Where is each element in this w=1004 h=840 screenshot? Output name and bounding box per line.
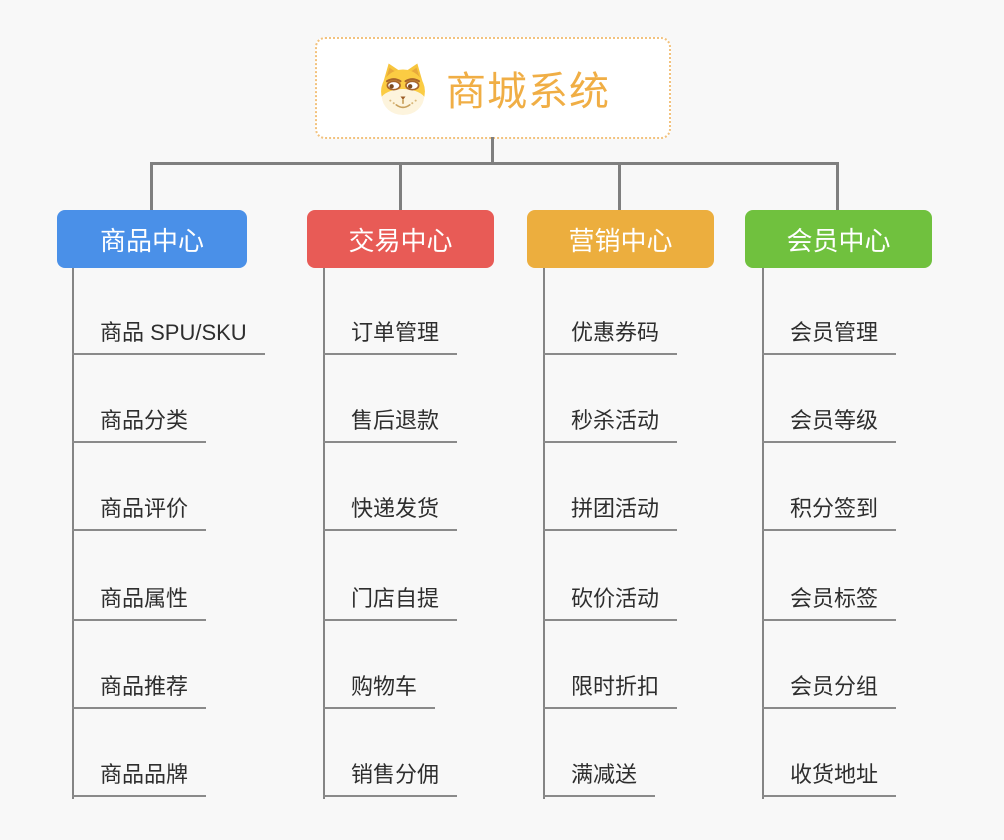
topic-item[interactable]: 拼团活动 [543, 485, 678, 531]
topic-item[interactable]: 优惠券码 [543, 309, 678, 355]
branch-spine-line [762, 268, 764, 799]
topic-item[interactable]: 销售分佣 [323, 751, 458, 797]
topic-item[interactable]: 商品属性 [72, 575, 207, 621]
topic-item[interactable]: 满减送 [543, 751, 656, 797]
branch-spine-line [323, 268, 325, 799]
topic-item[interactable]: 购物车 [323, 663, 436, 709]
connector-horizontal-line [150, 162, 839, 165]
topic-item[interactable]: 积分签到 [762, 485, 897, 531]
topic-item[interactable]: 售后退款 [323, 397, 458, 443]
topic-item[interactable]: 商品品牌 [72, 751, 207, 797]
connector-drop-line [399, 162, 402, 210]
connector-drop-line [618, 162, 621, 210]
branch-topic-member-center[interactable]: 会员中心 [745, 210, 932, 268]
topic-item[interactable]: 会员管理 [762, 309, 897, 355]
connector-root-stub [491, 137, 494, 163]
topic-item[interactable]: 会员标签 [762, 575, 897, 621]
branch-spine-line [543, 268, 545, 799]
root-topic[interactable]: 商城系统 [315, 37, 671, 139]
connector-drop-line [150, 162, 153, 210]
branch-topic-product-center[interactable]: 商品中心 [57, 210, 247, 268]
connector-drop-line [836, 162, 839, 210]
branch-spine-line [72, 268, 74, 799]
root-topic-label: 商城系统 [446, 70, 610, 114]
topic-item[interactable]: 会员等级 [762, 397, 897, 443]
topic-item[interactable]: 限时折扣 [543, 663, 678, 709]
branch-topic-marketing-center[interactable]: 营销中心 [527, 210, 714, 268]
topic-item[interactable]: 商品评价 [72, 485, 207, 531]
topic-item[interactable]: 收货地址 [762, 751, 897, 797]
topic-item[interactable]: 快递发货 [323, 485, 458, 531]
branch-topic-trade-center[interactable]: 交易中心 [307, 210, 494, 268]
topic-item[interactable]: 商品推荐 [72, 663, 207, 709]
topic-item[interactable]: 秒杀活动 [543, 397, 678, 443]
topic-item[interactable]: 砍价活动 [543, 575, 678, 621]
topic-item[interactable]: 订单管理 [323, 309, 458, 355]
topic-item[interactable]: 商品 SPU/SKU [72, 309, 265, 355]
dog-face-icon [381, 63, 425, 115]
topic-item[interactable]: 会员分组 [762, 663, 897, 709]
topic-item[interactable]: 商品分类 [72, 397, 207, 443]
topic-item[interactable]: 门店自提 [323, 575, 458, 621]
